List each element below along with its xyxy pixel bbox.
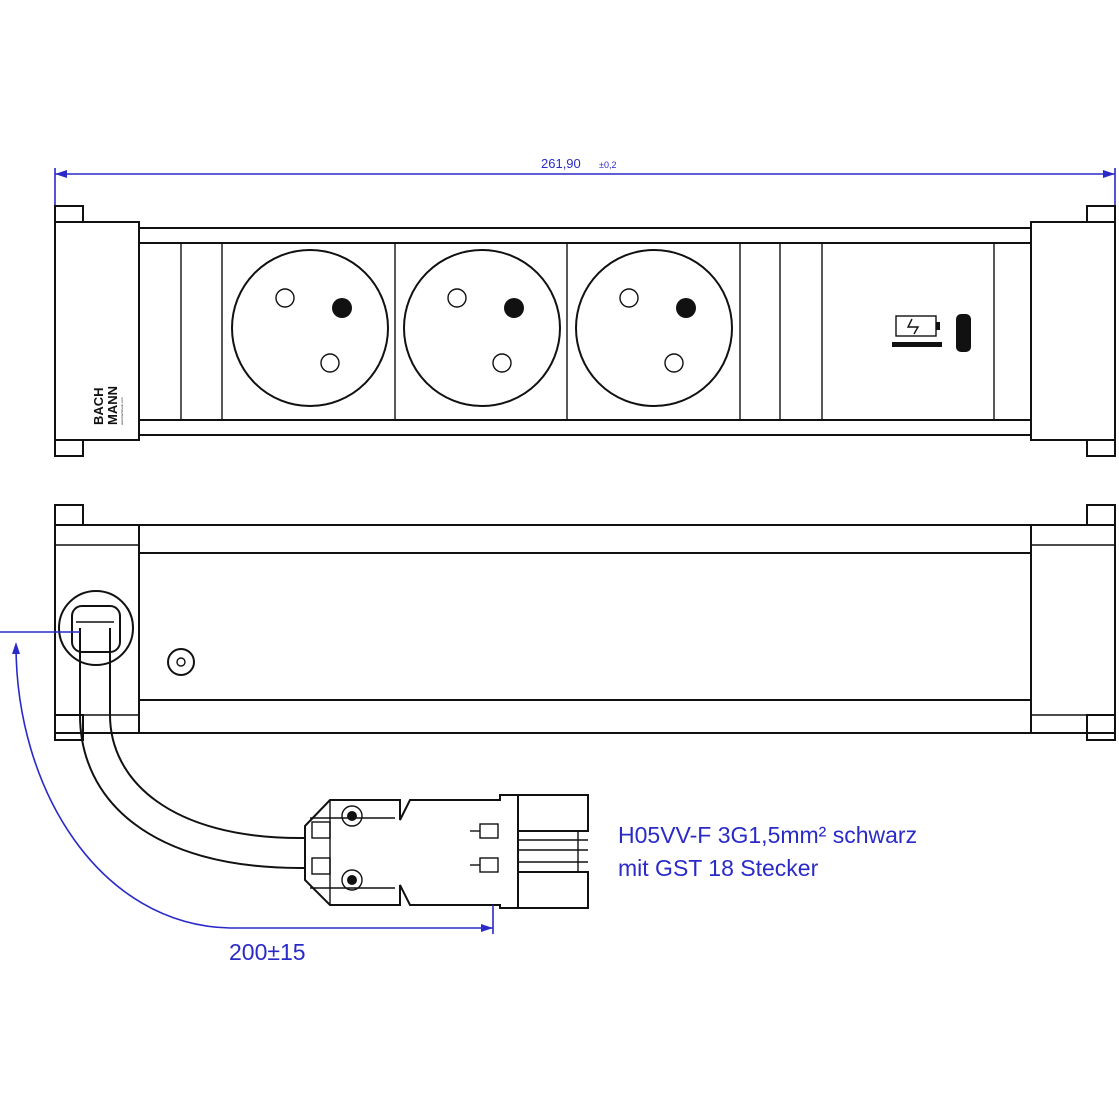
cable-note-line2: mit GST 18 Stecker bbox=[618, 855, 819, 881]
screw-icon bbox=[167, 648, 195, 676]
usb-c-port-icon bbox=[956, 314, 971, 352]
mounting-tab bbox=[1086, 714, 1116, 741]
mounting-tab bbox=[1086, 439, 1116, 457]
socket-2 bbox=[403, 249, 561, 407]
right-end-cap bbox=[1030, 221, 1116, 441]
cable-length-label: 200±15 bbox=[229, 939, 306, 965]
mounting-tab bbox=[1086, 504, 1116, 526]
usb-charger-icon bbox=[892, 315, 942, 347]
brand-line2: MANN bbox=[105, 386, 120, 425]
brand-small-text: www.bachmann.com bbox=[120, 397, 124, 425]
cable-note-line1: H05VV-F 3G1,5mm² schwarz bbox=[618, 822, 917, 848]
brand-line1: BACH bbox=[91, 387, 106, 425]
mounting-tab bbox=[54, 439, 84, 457]
cable-length-dimension: 200±15 bbox=[0, 631, 494, 965]
socket-1 bbox=[231, 249, 389, 407]
right-end-cap bbox=[1030, 524, 1116, 734]
brand-logo: BACH MANN www.bachmann.com bbox=[91, 386, 124, 425]
cable-gland bbox=[58, 590, 134, 666]
mounting-tab bbox=[54, 205, 84, 223]
back-view: 200±15 H05VV-F 3G1,5mm² schwarz mit GST … bbox=[0, 504, 1116, 965]
socket-3 bbox=[575, 249, 733, 407]
cable-note: H05VV-F 3G1,5mm² schwarz mit GST 18 Stec… bbox=[618, 822, 917, 881]
left-end-cap bbox=[54, 221, 140, 441]
mounting-tab bbox=[54, 504, 84, 526]
overall-width-dimension: 261,90 ±0,2 bbox=[54, 156, 1116, 205]
mounting-tab bbox=[54, 714, 84, 741]
overall-width-label: 261,90 bbox=[541, 156, 581, 171]
gst18-connector bbox=[304, 794, 589, 909]
mounting-tab bbox=[1086, 205, 1116, 223]
power-cable bbox=[76, 621, 305, 869]
front-view: BACH MANN www.bachmann.com bbox=[54, 205, 1116, 457]
left-end-cap bbox=[54, 524, 140, 734]
overall-width-tolerance: ±0,2 bbox=[599, 160, 616, 170]
